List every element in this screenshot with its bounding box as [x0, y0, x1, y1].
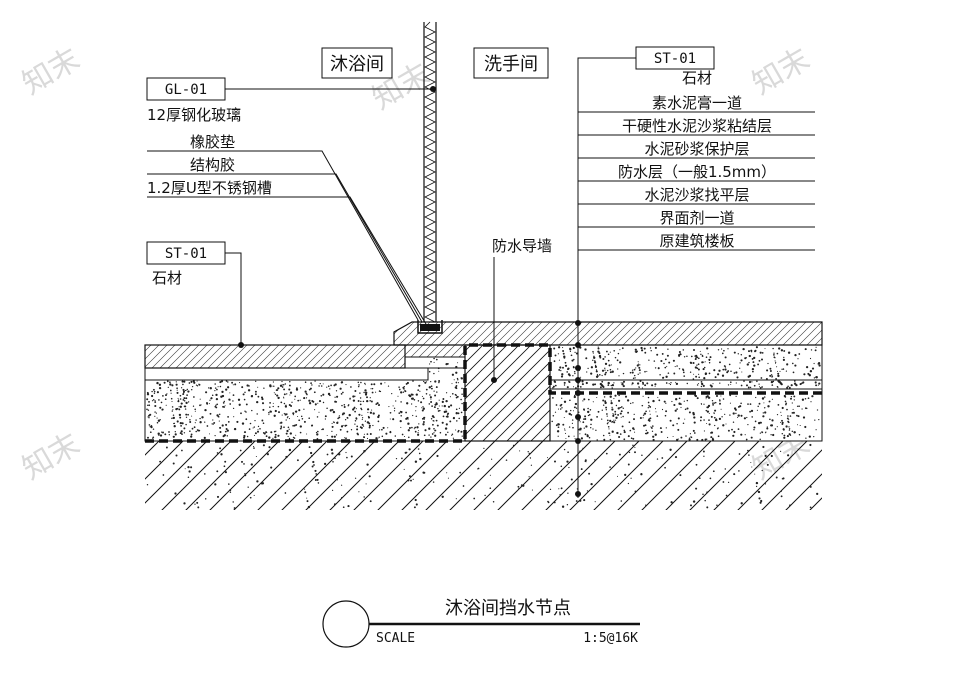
- layer-marker-dot: [575, 491, 581, 497]
- scale-value: 1:5@16K: [583, 631, 638, 646]
- right-layer-3: 干硬性水泥沙浆粘结层: [622, 117, 772, 135]
- layer-marker-dot: [575, 377, 581, 383]
- right-layer-7: 界面剂一道: [659, 209, 734, 227]
- waterproof-guide-wall: [464, 344, 551, 442]
- layer-marker-dot: [575, 390, 581, 396]
- gl-desc: 12厚钢化玻璃: [147, 106, 241, 124]
- st-desc-left: 石材: [152, 269, 182, 287]
- left-layer-1: 橡胶垫: [190, 133, 235, 151]
- waterproof-membrane: [145, 343, 822, 443]
- layer-marker-dot: [575, 342, 581, 348]
- room-label-right: 洗手间: [484, 54, 538, 75]
- layer-marker-dot: [575, 320, 581, 326]
- layer-marker-dot: [575, 414, 581, 420]
- right-layer-6: 水泥沙浆找平层: [644, 186, 749, 204]
- center-callout: 防水导墙: [491, 237, 552, 383]
- guide-wall-label: 防水导墙: [492, 237, 552, 255]
- right-layer-dots: [575, 320, 581, 497]
- building-slab: [145, 440, 822, 510]
- glass-panel: [417, 21, 443, 334]
- layer-marker-dot: [575, 438, 581, 444]
- right-callouts: ST-01 石材素水泥膏一道干硬性水泥沙浆粘结层水泥砂浆保护层防水层（一般1.5…: [575, 46, 815, 498]
- scale-label: SCALE: [376, 631, 415, 646]
- st-tag-left: ST-01: [165, 246, 207, 262]
- stone-finish: [144, 321, 823, 369]
- right-layer-1: 石材: [682, 69, 712, 87]
- right-layer-5: 防水层（一般1.5mm）: [618, 163, 776, 181]
- room-labels: 沐浴间 洗手间: [321, 47, 549, 79]
- drawing-title: 沐浴间挡水节点: [445, 598, 571, 619]
- left-layer-3: 1.2厚U型不锈钢槽: [147, 179, 272, 197]
- left-layer-2: 结构胶: [190, 156, 235, 174]
- right-layer-4: 水泥砂浆保护层: [644, 140, 749, 158]
- st-tag-right: ST-01: [654, 51, 696, 67]
- right-layer-8: 原建筑楼板: [659, 232, 734, 250]
- layer-marker-dot: [575, 365, 581, 371]
- gl-tag: GL-01: [165, 82, 207, 98]
- title-block: 沐浴间挡水节点 SCALE 1:5@16K: [322, 598, 640, 648]
- watermark: 知末: [17, 42, 86, 102]
- slab-aggregate: [146, 443, 819, 509]
- watermark: 知末: [747, 42, 816, 102]
- left-callouts: GL-01 12厚钢化玻璃 橡胶垫 结构胶 1.2厚U型不锈钢槽 ST-01 石…: [146, 77, 436, 348]
- right-layer-2: 素水泥膏一道: [652, 94, 742, 112]
- mortar-aggregate: [146, 346, 821, 442]
- watermark: 知末: [17, 427, 86, 487]
- room-label-left: 沐浴间: [330, 54, 384, 75]
